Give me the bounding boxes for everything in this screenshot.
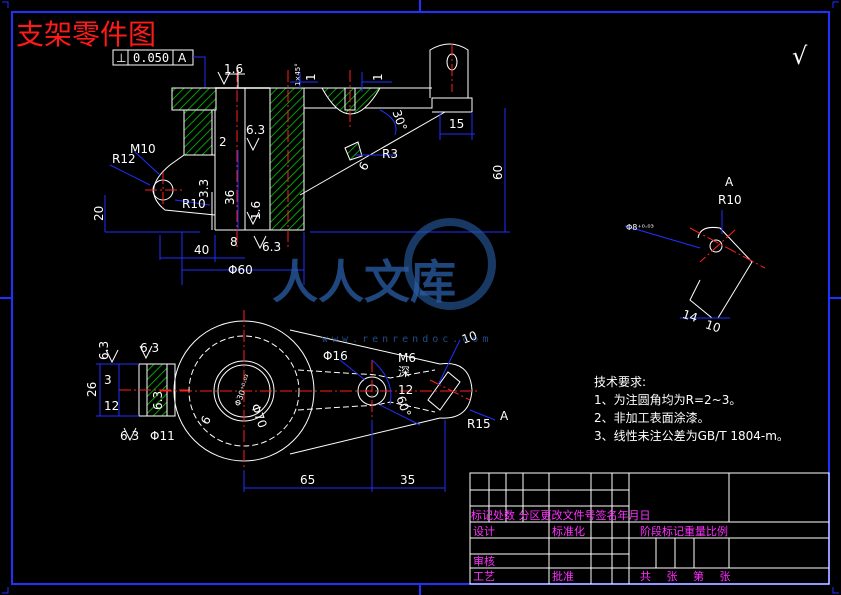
title-block-sheets: 共 张 第 张 — [640, 569, 737, 583]
roughness-mid: 6.3 — [246, 123, 265, 137]
dim-one-b: 1 — [371, 73, 385, 81]
title-block-standard: 标准化 — [552, 524, 585, 538]
radius-r10: R10 — [182, 197, 206, 211]
plan-roughness-c: 6.3 — [151, 391, 165, 410]
thread-m10: M10 — [130, 142, 156, 156]
check-mark: √ — [792, 42, 808, 70]
angle-30: 30° — [389, 108, 409, 133]
plan-radius-r15: R15 — [467, 417, 491, 431]
plan-dim-12-right: 12 — [398, 383, 413, 397]
aux-datum-a: A — [725, 175, 734, 189]
tech-item-1: 1、为注圆角均为R=2~3。 — [594, 392, 741, 407]
title-block-process: 工艺 — [473, 570, 495, 583]
roughness-side: 1.6 — [249, 201, 263, 220]
diameter-60: Φ60 — [228, 263, 253, 277]
radius-r12: R12 — [112, 152, 136, 166]
title-block-header-row: 标记处数 分区更改文件号签名年月日 — [471, 508, 651, 522]
dim-40: 40 — [194, 243, 209, 257]
aux-hole-diameter: Φ8⁺⁰·⁰³ — [626, 223, 654, 232]
technical-requirements: 技术要求: 1、为注圆角均为R=2~3。 2、非加工表面涂漆。 3、线性未注公差… — [594, 375, 789, 443]
plan-phi-16: Φ16 — [323, 349, 348, 363]
tech-item-2: 2、非加工表面涂漆。 — [594, 410, 710, 425]
plan-dim-3: 3 — [104, 373, 112, 387]
dim-36: 36 — [223, 190, 237, 205]
dim-3-3: 3.3 — [197, 179, 211, 198]
plan-datum-a: A — [500, 409, 509, 423]
plan-roughness-b: 6.3 — [140, 341, 159, 355]
title-block-stage: 阶段标记重量比例 — [640, 524, 728, 538]
drawing-title: 支架零件图 — [16, 18, 156, 51]
chamfer-label: 1×45° — [294, 63, 302, 86]
roughness-top: 1.6 — [224, 62, 243, 76]
aux-dim-14: 14 — [681, 307, 700, 325]
perpendicularity-symbol: ⊥ — [116, 51, 126, 65]
dim-one-a: 1 — [304, 73, 318, 81]
tech-item-3: 3、线性未注公差为GB/T 1804-m。 — [594, 428, 789, 443]
watermark: 人人文库 www.renrendoc.com — [272, 218, 496, 345]
roughness-bottom: 6.3 — [262, 240, 281, 254]
plan-dim-12-left: 12 — [104, 399, 119, 413]
section-view: 1.6 6.3 1.6 6.3 1×45° 1 1 30° 15 2 R3 6 … — [92, 43, 510, 285]
aux-radius-r10: R10 — [718, 193, 742, 207]
tech-heading: 技术要求: — [594, 375, 646, 389]
plan-bore-diameter: Φ30⁺⁰·⁰³ — [233, 373, 253, 407]
auxiliary-view: A R10 Φ8⁺⁰·⁰³ 14 10 — [624, 175, 766, 335]
plan-roughness-a: 6.3 — [97, 341, 111, 360]
plan-thread-deep: 深 — [398, 365, 410, 379]
tolerance-value: 0.050 — [133, 51, 169, 65]
title-block-review: 审核 — [473, 554, 495, 568]
title-block-design: 设计 — [473, 525, 495, 538]
plan-phi-11: Φ11 — [150, 429, 175, 443]
tolerance-datum: A — [178, 51, 187, 65]
plan-roughness-d: 6.3 — [120, 429, 139, 443]
watermark-logo-icon — [404, 218, 496, 310]
dim-15: 15 — [449, 117, 464, 131]
watermark-url: www.renrendoc.com — [322, 334, 492, 345]
dim-8: 8 — [230, 235, 238, 249]
plan-dim-35: 35 — [400, 473, 415, 487]
aux-dim-10: 10 — [704, 317, 723, 335]
dim-2: 2 — [219, 135, 227, 149]
dim-60-height: 60 — [491, 165, 505, 180]
plan-dim-26: 26 — [85, 382, 99, 397]
title-block: 标记处数 分区更改文件号签名年月日 设计 标准化 阶段标记重量比例 审核 工艺 … — [469, 472, 830, 585]
watermark-text: 人人文库 — [272, 255, 456, 309]
radius-r3: R3 — [382, 147, 398, 161]
plan-dim-65: 65 — [300, 473, 315, 487]
tolerance-frame: ⊥ 0.050 A — [112, 49, 206, 88]
plan-angle-60: 60° — [393, 394, 413, 419]
dim-6: 6 — [356, 159, 372, 173]
title-block-approve: 批准 — [552, 569, 574, 583]
plan-thread-m6: M6 — [398, 351, 416, 365]
plan-dim-10: 10 — [460, 328, 479, 346]
dim-20: 20 — [92, 206, 106, 221]
